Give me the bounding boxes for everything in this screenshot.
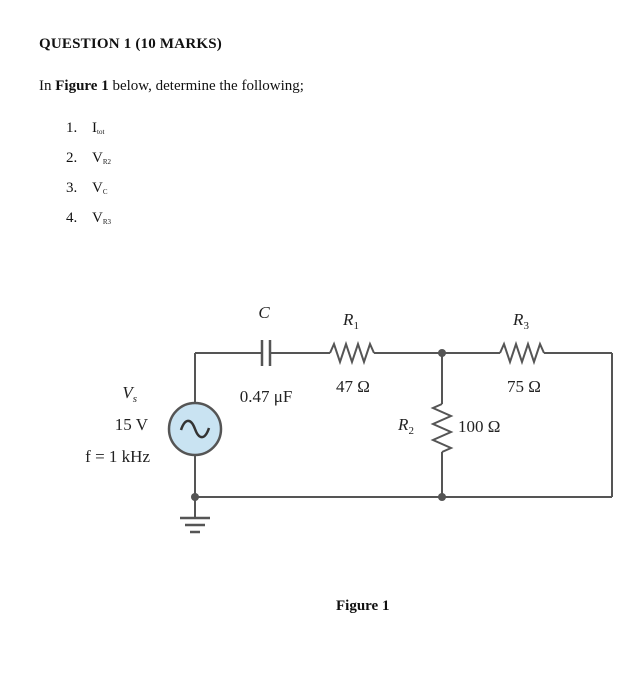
junction-dot bbox=[438, 349, 446, 357]
circuit-wires bbox=[180, 340, 613, 534]
question-heading: QUESTION 1 (10 MARKS) bbox=[39, 36, 222, 52]
question-list: 1.Itot 2.VR2 3.VC 4.VR3 bbox=[66, 118, 111, 238]
intro-pre: In bbox=[39, 78, 56, 94]
item-symbol: V bbox=[92, 210, 103, 226]
resistor-r1-zigzag bbox=[329, 340, 375, 366]
resistor-r2-zigzag bbox=[430, 403, 454, 453]
list-item: 3. VC bbox=[66, 178, 111, 208]
r1-value: 47 Ω bbox=[336, 377, 370, 396]
intro-post: below, determine the following; bbox=[108, 78, 304, 94]
item-symbol: V bbox=[92, 150, 103, 166]
r1-name: R1 bbox=[342, 310, 359, 332]
item-subscript: R2 bbox=[102, 158, 112, 166]
junction-dot bbox=[438, 493, 446, 501]
list-item: 2. VR2 bbox=[66, 148, 111, 178]
source-name: Vs bbox=[122, 383, 137, 405]
item-number: 4. bbox=[66, 210, 78, 226]
question-intro: In Figure 1 below, determine the followi… bbox=[39, 78, 304, 95]
item-number: 2. bbox=[66, 150, 78, 166]
intro-figure-ref: Figure 1 bbox=[55, 78, 109, 94]
item-subscript: tot bbox=[97, 128, 105, 136]
item-symbol: I bbox=[92, 120, 97, 136]
r2-name: R2 bbox=[397, 415, 414, 437]
sine-wave-icon bbox=[179, 419, 211, 439]
resistor-r3-zigzag bbox=[499, 340, 545, 366]
capacitor-name: C bbox=[258, 303, 270, 322]
list-item: 1. Itot bbox=[66, 118, 111, 148]
list-item: 4. VR3 bbox=[66, 208, 111, 238]
item-subscript: R3 bbox=[102, 218, 112, 226]
source-voltage: 15 V bbox=[115, 415, 149, 434]
item-number: 3. bbox=[66, 180, 78, 196]
source-frequency: f = 1 kHz bbox=[85, 447, 150, 466]
item-subscript: C bbox=[102, 188, 108, 196]
item-number: 1. bbox=[66, 120, 78, 136]
r2-value: 100 Ω bbox=[458, 417, 500, 436]
junction-dot bbox=[191, 493, 199, 501]
r3-name: R3 bbox=[512, 310, 529, 332]
figure-caption: Figure 1 bbox=[336, 598, 390, 614]
item-symbol: V bbox=[92, 180, 103, 196]
capacitor-value: 0.47 μF bbox=[240, 387, 293, 406]
r3-value: 75 Ω bbox=[507, 377, 541, 396]
